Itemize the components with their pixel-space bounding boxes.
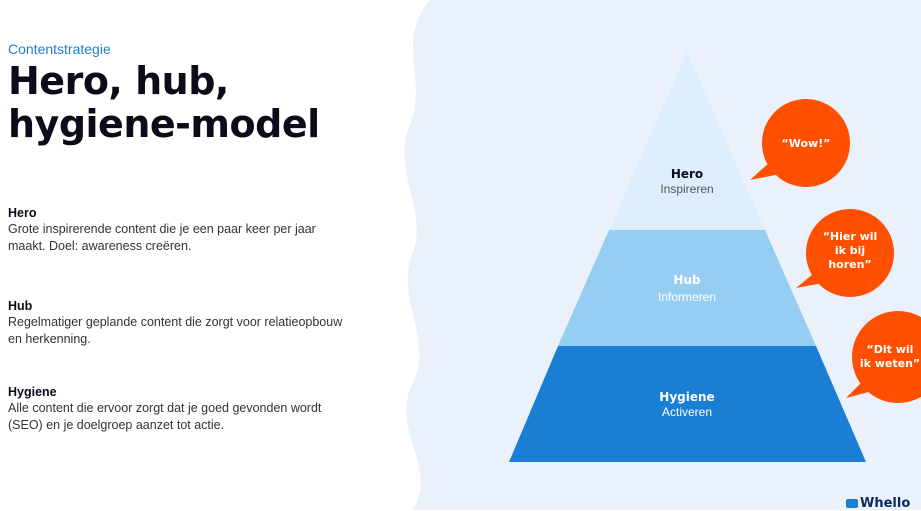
description-hero: Hero Grote inspirerende content die je e… xyxy=(8,205,353,255)
page-title: Hero, hub, hygiene-model xyxy=(8,60,408,146)
description-heading: Hygiene xyxy=(8,385,57,399)
speech-bubble-dit-wil-ik-weten: “Dit wil ik weten” xyxy=(846,311,921,403)
logo-mark-icon xyxy=(846,499,858,508)
bubble-line: “Wow!” xyxy=(782,137,831,150)
speech-bubble-hier-wil-ik-bij-horen: “Hier wil ik bij horen” xyxy=(796,209,894,297)
bubble-line: ik weten” xyxy=(860,357,920,370)
title-line-2: hygiene-model xyxy=(8,102,320,146)
level-title-hub: Hub xyxy=(673,273,701,287)
description-text: Alle content die ervoor zorgt dat je goe… xyxy=(8,401,322,432)
speech-bubble-wow: “Wow!” xyxy=(750,99,850,187)
whello-logo: Whello xyxy=(846,496,910,511)
level-subtitle-hygiene: Activeren xyxy=(662,405,712,419)
title-line-1: Hero, hub, xyxy=(8,59,229,103)
level-subtitle-hero: Inspireren xyxy=(660,182,713,196)
bubble-line: “Dit wil xyxy=(867,343,914,356)
description-heading: Hero xyxy=(8,206,37,220)
level-title-hygiene: Hygiene xyxy=(659,390,714,404)
description-text: Regelmatiger geplande content die zorgt … xyxy=(8,315,343,346)
logo-text: Whello xyxy=(860,496,911,511)
level-subtitle-hub: Informeren xyxy=(658,290,716,304)
section-kicker: Contentstrategie xyxy=(8,41,111,57)
description-hygiene: Hygiene Alle content die ervoor zorgt da… xyxy=(8,384,353,434)
level-title-hero: Hero xyxy=(671,167,703,181)
bubble-line: ik bij xyxy=(835,244,865,257)
description-heading: Hub xyxy=(8,299,33,313)
description-hub: Hub Regelmatiger geplande content die zo… xyxy=(8,298,353,348)
bubble-line: horen” xyxy=(828,258,871,271)
pyramid-level-hygiene xyxy=(509,346,866,462)
pyramid-level-hero xyxy=(609,52,765,230)
pyramid-level-hub xyxy=(558,230,816,346)
bubble-line: “Hier wil xyxy=(823,230,878,243)
description-text: Grote inspirerende content die je een pa… xyxy=(8,222,316,253)
